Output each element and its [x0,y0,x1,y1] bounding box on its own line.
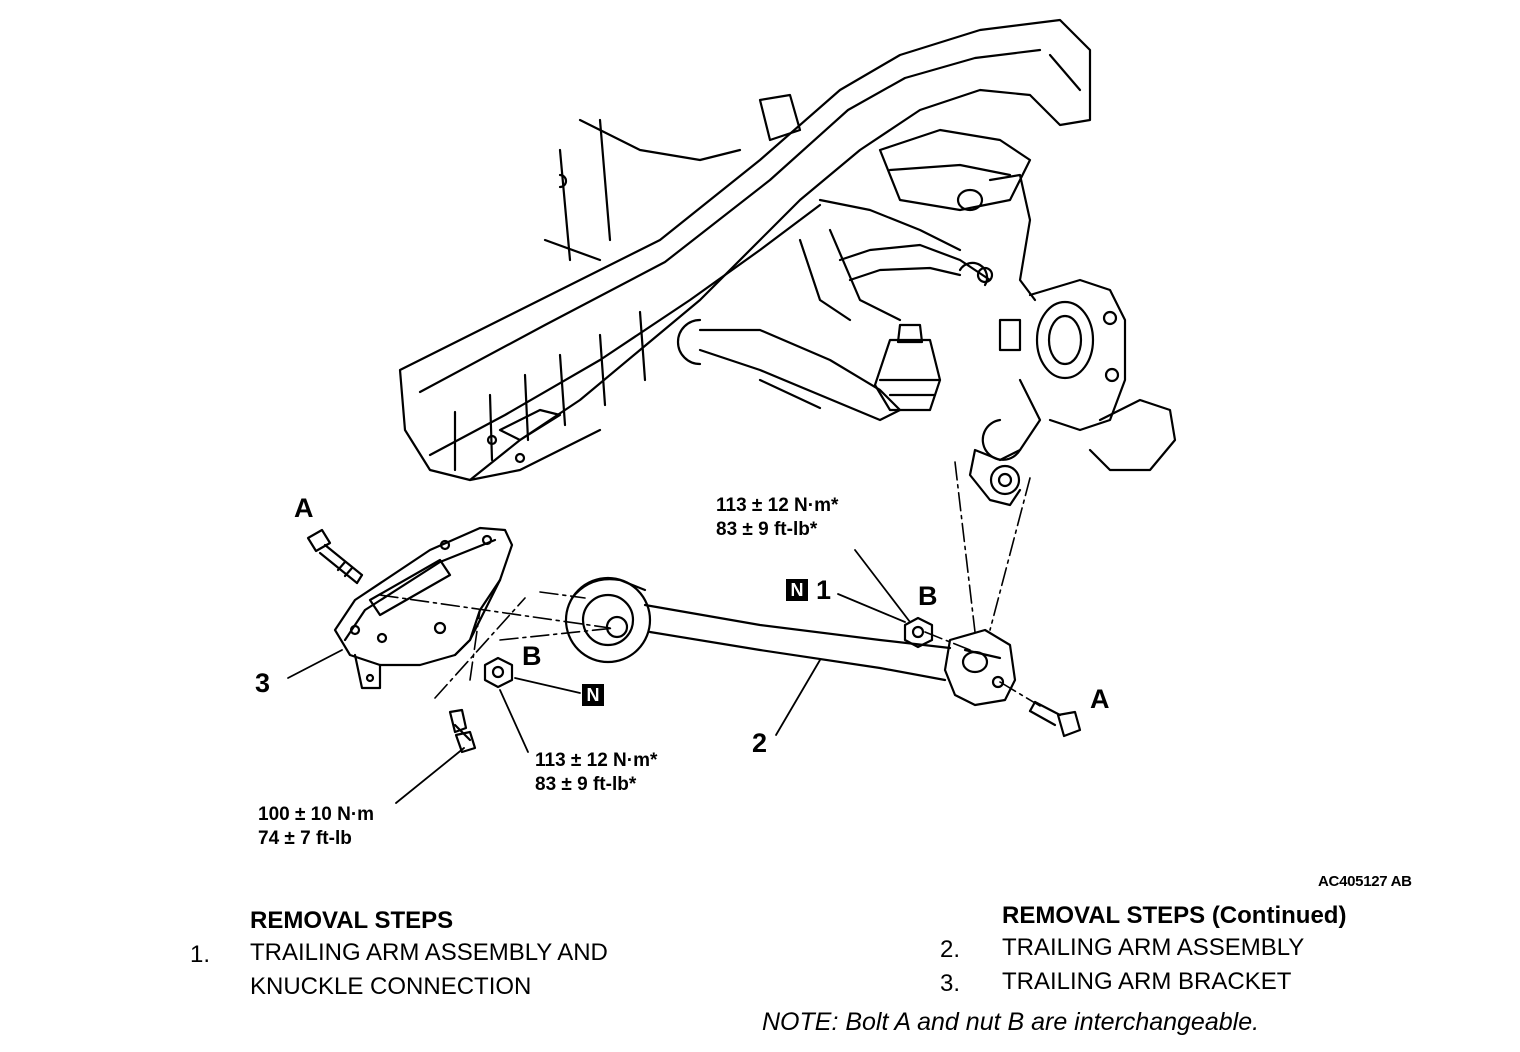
torque-spec-upper: 113 ± 12 N·m* 83 ± 9 ft-lb* [716,494,838,542]
step-text-line: KNUCKLE CONNECTION [250,973,532,1000]
step-number: 2. [940,936,961,963]
bracket-bolt [448,708,477,754]
step-text-line: TRAILING ARM ASSEMBLY AND [250,939,608,966]
nonreusable-nut-mark-lower: N [582,684,604,706]
torque-imperial: 74 ± 7 ft-lb [258,828,352,849]
callout-a-right: A [1090,684,1110,714]
torque-imperial: 83 ± 9 ft-lb* [535,774,637,795]
callout-b-lower: B [522,641,542,671]
callout-part-1: 1 [816,575,832,605]
step-text: TRAILING ARM BRACKET [1002,968,1292,995]
trailing-arm-exploded-diagram [287,18,1177,804]
bolt-a-left [306,528,364,585]
trailing-arm-bracket [333,526,514,690]
ball-joint [873,323,942,412]
step-text: TRAILING ARM ASSEMBLY AND KNUCKLE CONNEC… [250,936,608,1004]
removal-steps-heading: REMOVAL STEPS [250,907,454,934]
nonreusable-nut-mark-upper: N [786,579,808,601]
nut-b-lower [483,656,514,689]
knuckle-hub [968,173,1177,507]
figure-id: AC405127 AB [1318,873,1412,890]
callout-part-3: 3 [255,668,271,698]
removal-steps-continued-heading: REMOVAL STEPS (Continued) [1002,902,1347,929]
step-number: 1. [190,941,211,968]
torque-metric: 113 ± 12 N·m* [716,495,839,516]
suspension-links [676,198,992,422]
callout-part-2: 2 [752,728,768,758]
torque-spec-lower: 113 ± 12 N·m* 83 ± 9 ft-lb* [535,749,657,797]
callout-b-upper: B [918,581,938,611]
interchangeable-note: NOTE: Bolt A and nut B are interchangeab… [762,1008,1260,1036]
callout-a-left: A [294,493,314,523]
nut-b-upper [903,616,934,649]
leader-lines [287,549,911,804]
step-number: 3. [940,970,961,997]
torque-imperial: 83 ± 9 ft-lb* [716,519,818,540]
alignment-lines [379,461,1041,707]
upper-arm [878,128,1032,352]
torque-metric: 113 ± 12 N·m* [535,750,658,771]
torque-spec-bracket-bolt: 100 ± 10 N·m 74 ± 7 ft-lb [258,803,374,851]
torque-metric: 100 ± 10 N·m [258,804,375,825]
body-side-member [398,18,1092,482]
bolt-a-right [1028,700,1082,738]
step-text: TRAILING ARM ASSEMBLY [1002,934,1305,961]
